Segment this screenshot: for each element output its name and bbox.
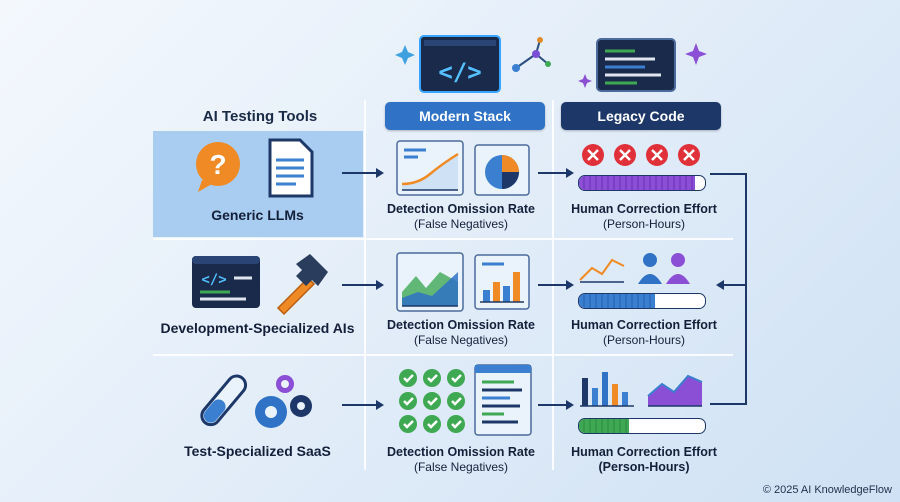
arrow-right-icon <box>342 400 384 410</box>
detection-label: Detection Omission Rate (False Negatives… <box>372 202 550 232</box>
effort-subtitle: (Person-Hours) <box>602 217 686 231</box>
effort-label: Human Correction Effort (Person-Hours) <box>560 445 728 475</box>
effort-bar-fill <box>579 176 695 190</box>
report-document-icon <box>474 364 532 436</box>
effort-subtitle: (Person-Hours) <box>598 460 690 474</box>
question-bubble-icon: ? <box>196 142 240 192</box>
detection-label: Detection Omission Rate (False Negatives… <box>372 318 550 348</box>
checkmark-grid-icon <box>399 369 465 433</box>
effort-title: Human Correction Effort <box>571 445 717 459</box>
effort-title: Human Correction Effort <box>571 202 717 216</box>
detection-subtitle: (False Negatives) <box>413 460 509 474</box>
effort-label: Human Correction Effort (Person-Hours) <box>560 202 728 232</box>
row-label-test-saas: Test-Specialized SaaS <box>184 443 331 459</box>
effort-bar-fill <box>579 294 655 308</box>
error-x-icons <box>582 144 700 166</box>
code-monitor-icon: </> <box>395 35 551 93</box>
effort-bar-fill <box>579 419 630 433</box>
line-chart-icon <box>396 140 464 196</box>
arrow-right-icon <box>538 400 574 410</box>
effort-bar-track <box>578 175 706 191</box>
area-chart-icon <box>396 252 464 312</box>
column-header-legacy: Legacy Code <box>561 102 721 130</box>
trend-people-icon <box>579 253 690 284</box>
effort-bar-track <box>578 418 706 434</box>
bar-chart-icon <box>580 372 634 407</box>
svg-text:</>: </> <box>201 272 226 288</box>
detection-title: Detection Omission Rate <box>387 318 535 332</box>
document-icon <box>268 138 314 198</box>
detection-title: Detection Omission Rate <box>387 202 535 216</box>
row-label-generic-llms: Generic LLMs <box>211 207 304 223</box>
detection-title: Detection Omission Rate <box>387 445 535 459</box>
arrow-right-icon <box>538 280 574 290</box>
feedback-bracket-icon <box>710 173 747 405</box>
detection-label: Detection Omission Rate (False Negatives… <box>372 445 550 475</box>
grid-divider <box>153 238 733 240</box>
code-editor-icon: </> <box>192 256 260 308</box>
detection-subtitle: (False Negatives) <box>413 333 509 347</box>
area-chart-icon <box>647 374 703 407</box>
effort-title: Human Correction Effort <box>571 318 717 332</box>
detection-subtitle: (False Negatives) <box>413 217 509 231</box>
grid-divider <box>153 354 733 356</box>
arrow-right-icon <box>342 168 384 178</box>
copyright-credit: © 2025 AI KnowledgeFlow <box>762 484 892 496</box>
pie-chart-icon <box>474 144 530 196</box>
arrow-right-icon <box>538 168 574 178</box>
svg-text:</>: </> <box>438 58 481 86</box>
arrow-right-icon <box>342 280 384 290</box>
row-label-dev-ais: Development-Specialized AIs <box>160 320 355 336</box>
bar-chart-icon <box>474 254 530 310</box>
svg-text:?: ? <box>209 149 226 180</box>
column-header-modern: Modern Stack <box>385 102 545 130</box>
effort-bar-track <box>578 293 706 309</box>
hammer-icon <box>276 254 328 316</box>
effort-subtitle: (Person-Hours) <box>602 333 686 347</box>
generic-llms-highlight <box>153 131 363 237</box>
test-tube-gears-icon <box>200 374 312 428</box>
effort-label: Human Correction Effort (Person-Hours) <box>560 318 728 348</box>
legacy-monitor-icon <box>578 38 707 92</box>
column-header-tools: AI Testing Tools <box>202 108 318 125</box>
